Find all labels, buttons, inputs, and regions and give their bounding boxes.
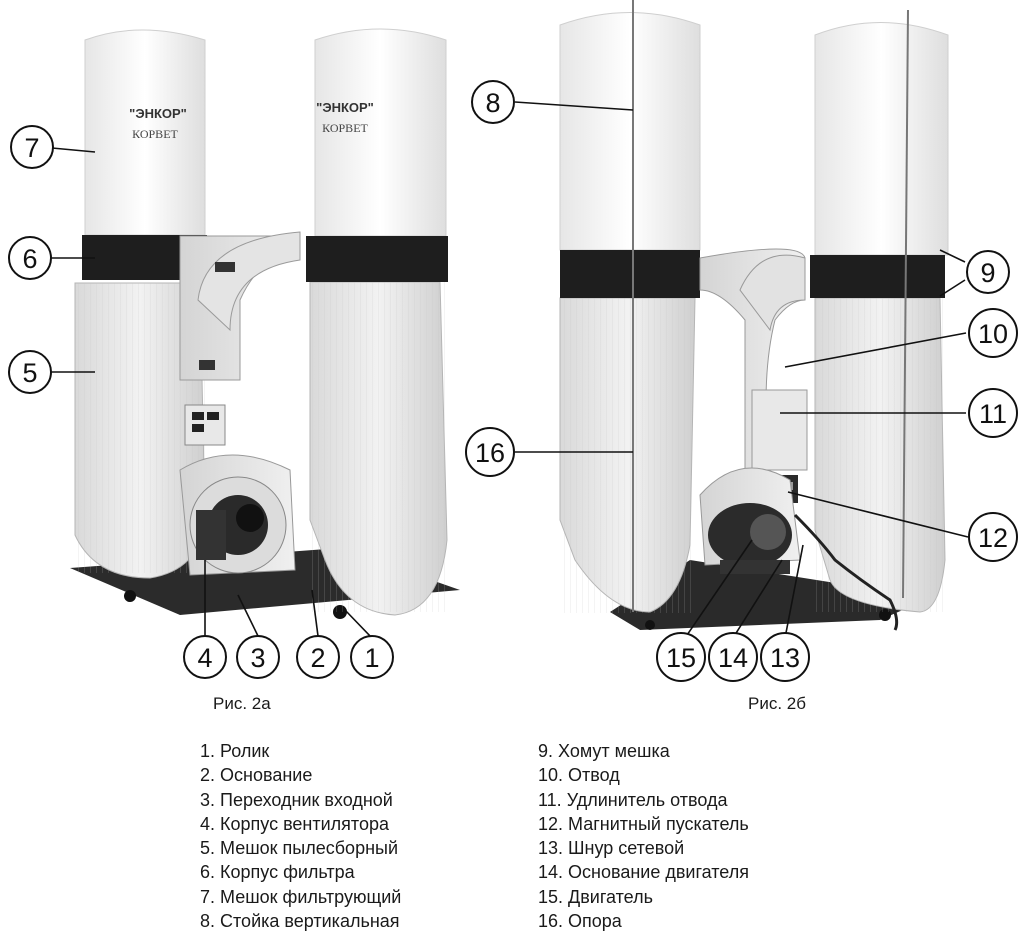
callout-3: 3 [236, 635, 280, 679]
legend-item: 14. Основание двигателя [538, 862, 749, 883]
callout-15: 15 [656, 632, 706, 682]
svg-text:8: 8 [485, 88, 500, 118]
legend-item: 12. Магнитный пускатель [538, 813, 749, 834]
legend-item: 8. Стойка вертикальная [200, 911, 400, 932]
svg-text:11: 11 [979, 399, 1007, 429]
svg-text:1: 1 [364, 643, 379, 673]
svg-text:7: 7 [24, 133, 39, 163]
motor-base [720, 560, 790, 574]
legend-item: 13. Шнур сетевой [538, 838, 685, 859]
parts-legend-left: 1. Ролик 2. Основание 3. Переходник вход… [200, 739, 401, 933]
bag-brand-subtext: КОРВЕТ [132, 127, 178, 141]
filter-housing-right [306, 236, 448, 282]
caster-wheel [124, 590, 136, 602]
svg-text:13: 13 [770, 643, 800, 673]
svg-text:2: 2 [310, 643, 325, 673]
svg-text:9: 9 [980, 258, 995, 288]
callout-1: 1 [350, 635, 394, 679]
legend-item: 3. Переходник входной [200, 789, 393, 810]
svg-text:14: 14 [718, 643, 748, 673]
product-figure: "ЭНКОР" КОРВЕТ "ЭНКОР" КОРВЕТ [8, 0, 1018, 682]
callout-5: 5 [8, 350, 52, 394]
figure-2a: "ЭНКОР" КОРВЕТ "ЭНКОР" КОРВЕТ [70, 28, 460, 619]
svg-text:12: 12 [978, 523, 1008, 553]
callout-10: 10 [968, 308, 1018, 358]
filter-bag-right [314, 28, 447, 237]
duct-arch [739, 254, 806, 332]
svg-text:5: 5 [22, 358, 37, 388]
callout-2: 2 [296, 635, 340, 679]
figure-2b [559, 0, 949, 631]
callout-16: 16 [465, 427, 515, 477]
filter-bag-left [84, 29, 206, 236]
callout-11: 11 [968, 388, 1018, 438]
svg-text:15: 15 [666, 643, 696, 673]
filter-housing-right [810, 255, 945, 298]
filter-housing-left [560, 250, 700, 298]
legend-item: 1. Ролик [200, 741, 270, 761]
legend-item: 16. Опора [538, 911, 622, 932]
bag-brand-text: "ЭНКОР" [316, 100, 374, 115]
callout-9: 9 [966, 250, 1010, 294]
legend-item: 6. Корпус фильтра [200, 862, 355, 883]
legend-item: 11. Удлинитель отвода [538, 789, 728, 810]
vertical-post [902, 9, 909, 599]
callout-13: 13 [760, 632, 810, 682]
figure-2a-caption: Рис. 2а [213, 694, 271, 713]
svg-text:16: 16 [475, 438, 505, 468]
callout-lines [48, 101, 969, 639]
callout-4: 4 [183, 635, 227, 679]
legend-item: 4. Корпус вентилятора [200, 813, 389, 834]
svg-text:10: 10 [978, 319, 1008, 349]
svg-text:4: 4 [197, 643, 212, 673]
legend-item: 5. Мешок пылесборный [200, 838, 399, 859]
legend-item: 2. Основание [200, 765, 313, 786]
legend-item: 7. Мешок фильтрующий [200, 886, 402, 907]
legend-item: 9. Хомут мешка [538, 741, 670, 761]
duct-extension [751, 389, 808, 471]
callout-12: 12 [968, 512, 1018, 562]
callout-14: 14 [708, 632, 758, 682]
bag-brand-subtext: КОРВЕТ [322, 121, 368, 135]
callout-6: 6 [8, 236, 52, 280]
legend-item: 15. Двигатель [538, 886, 653, 907]
control-panel [184, 404, 226, 446]
legend-item: 10. Отвод [538, 765, 620, 786]
svg-text:3: 3 [250, 643, 265, 673]
bag-brand-text: "ЭНКОР" [129, 106, 187, 121]
callout-8: 8 [471, 80, 515, 124]
duct-arch [197, 231, 301, 332]
filter-bag-right [814, 22, 949, 256]
filter-bag-left [559, 12, 701, 251]
power-cord [793, 513, 899, 631]
parts-legend-right: 9. Хомут мешка 10. Отвод 11. Удлинитель … [538, 739, 749, 933]
figure-2b-caption: Рис. 2б [748, 694, 806, 713]
callout-7: 7 [10, 125, 54, 169]
svg-text:6: 6 [22, 244, 37, 274]
